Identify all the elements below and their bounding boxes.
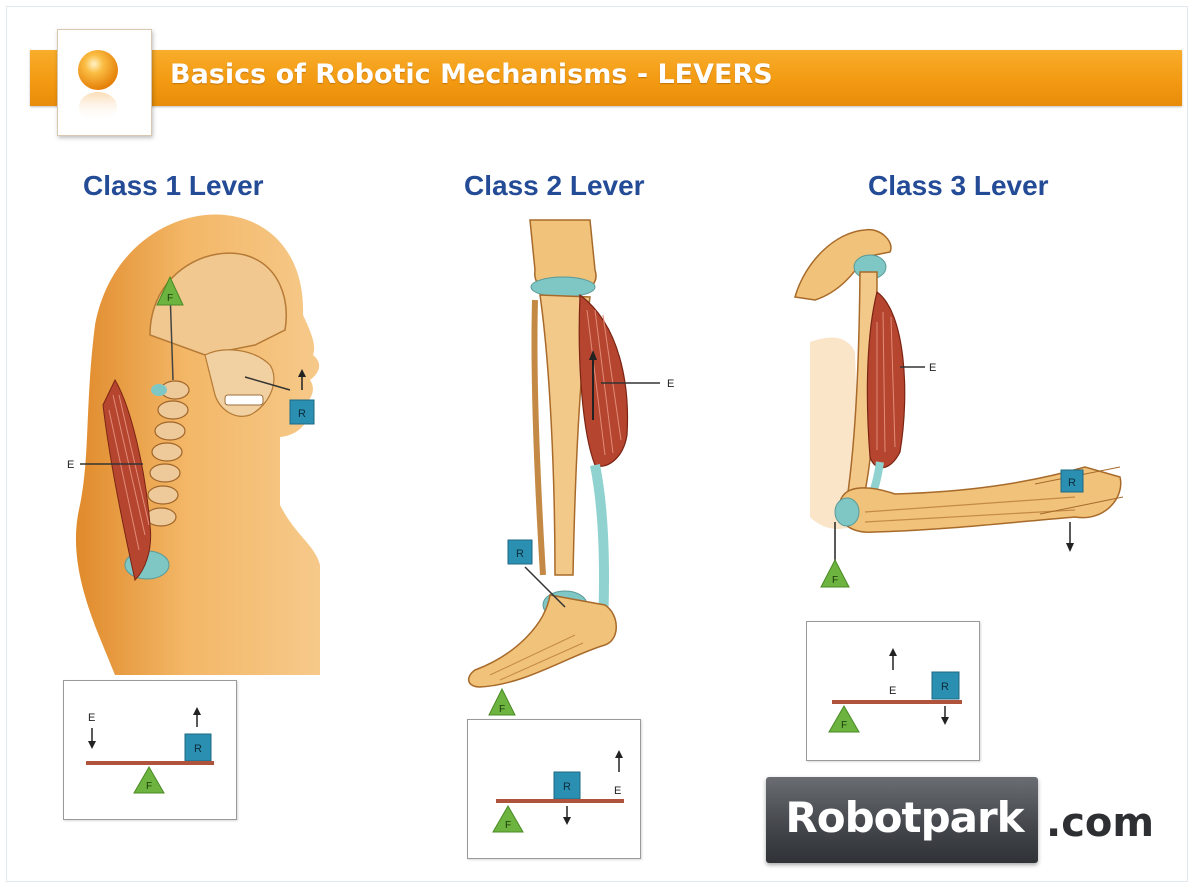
class1-fulcrum-label: F [167,293,173,304]
orange-orb-icon [58,30,151,135]
class2-lever-diagram: E R F [467,719,641,859]
class2-diagram-fulcrum: F [505,820,511,831]
class1-lever-svg: E R F [64,681,236,819]
class3-diagram-fulcrum: F [841,720,847,731]
class2-lever-svg: E R F [468,720,640,858]
class1-diagram-effort: E [88,712,95,724]
leg-foot-illustration: E R F [455,215,695,720]
class2-diagram-effort: E [614,785,621,797]
class2-effort-label: E [667,378,674,390]
class1-diagram-fulcrum: F [146,781,152,792]
brand-name: Robotpark [777,793,1032,842]
head-neck-illustration: F R E [55,205,345,685]
class1-resistance-label: R [298,408,306,420]
class3-diagram-resistance: R [941,681,949,693]
class1-diagram-resistance: R [194,743,202,755]
lever-bar [86,761,214,765]
class-2-title: Class 2 Lever [464,170,645,202]
brand-suffix: .com [1046,800,1154,846]
class-3-title: Class 3 Lever [868,170,1049,202]
class-1-title: Class 1 Lever [83,170,264,202]
class3-fulcrum-label: F [832,575,838,586]
class3-effort-label: E [929,362,936,374]
class3-diagram-effort: E [889,685,896,697]
logo-tile [57,29,152,136]
class3-resistance-label: R [1068,477,1076,489]
class1-lever-diagram: E R F [63,680,237,820]
class3-lever-svg: E R F [807,622,979,760]
class3-lever-diagram: E R F [806,621,980,761]
page-title: Basics of Robotic Mechanisms - LEVERS [170,59,773,90]
arm-illustration: E R F [785,222,1130,592]
class2-fulcrum-label: F [499,704,505,715]
lever-bar [832,700,962,704]
lever-bar [496,799,624,803]
class2-resistance-label: R [516,548,524,560]
class2-diagram-resistance: R [563,781,571,793]
class1-effort-label: E [67,459,74,471]
